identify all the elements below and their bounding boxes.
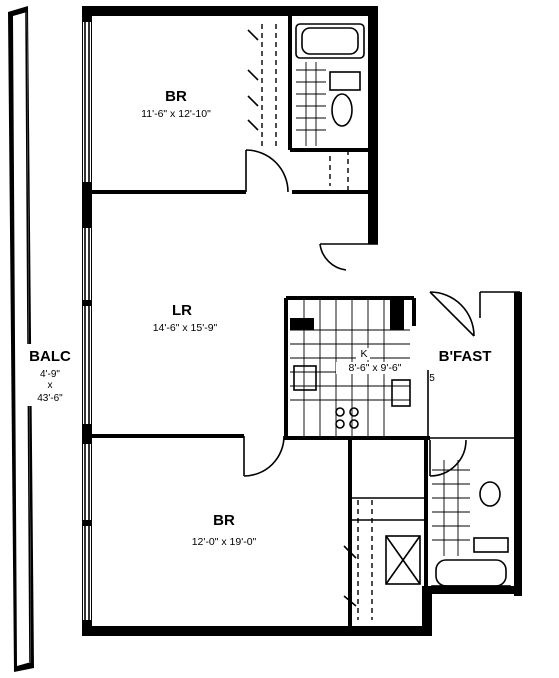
balcony-times: x (48, 380, 53, 391)
balcony-width: 4'-9" (40, 369, 60, 380)
balcony-label: BALC 4'-9" x 43'-6" (26, 344, 74, 406)
closets (247, 24, 373, 620)
room-br-top-dims: 11'-6" x 12'-10" (141, 108, 211, 120)
room-br-bottom: BR 12'-0" x 19'-0" (192, 512, 257, 548)
door-swings (243, 149, 475, 477)
balcony-name: BALC (29, 348, 71, 365)
balcony-length: 43'-6" (37, 393, 63, 404)
room-br-top-name: BR (165, 88, 187, 105)
room-lr-name: LR (172, 302, 192, 319)
interior-walls (92, 14, 520, 626)
room-bfast: B'FAST 5 (429, 348, 491, 384)
left-windows (82, 22, 92, 620)
room-kitchen-name: K (360, 348, 367, 360)
lower-bath (385, 460, 511, 591)
room-bfast-marker: 5 (429, 373, 435, 384)
room-br-top: BR 11'-6" x 12'-10" (141, 88, 211, 120)
balcony (8, 6, 34, 672)
room-lr-dims: 14'-6" x 15'-9" (153, 322, 218, 334)
top-bath (295, 23, 365, 146)
room-kitchen: K 8'-6" x 9'-6" (336, 348, 414, 374)
room-bfast-name: B'FAST (439, 348, 492, 365)
room-lr: LR 14'-6" x 15'-9" (153, 302, 218, 334)
room-kitchen-dims: 8'-6" x 9'-6" (349, 362, 402, 374)
room-br-bottom-dims: 12'-0" x 19'-0" (192, 536, 257, 548)
room-br-bottom-name: BR (213, 512, 235, 529)
